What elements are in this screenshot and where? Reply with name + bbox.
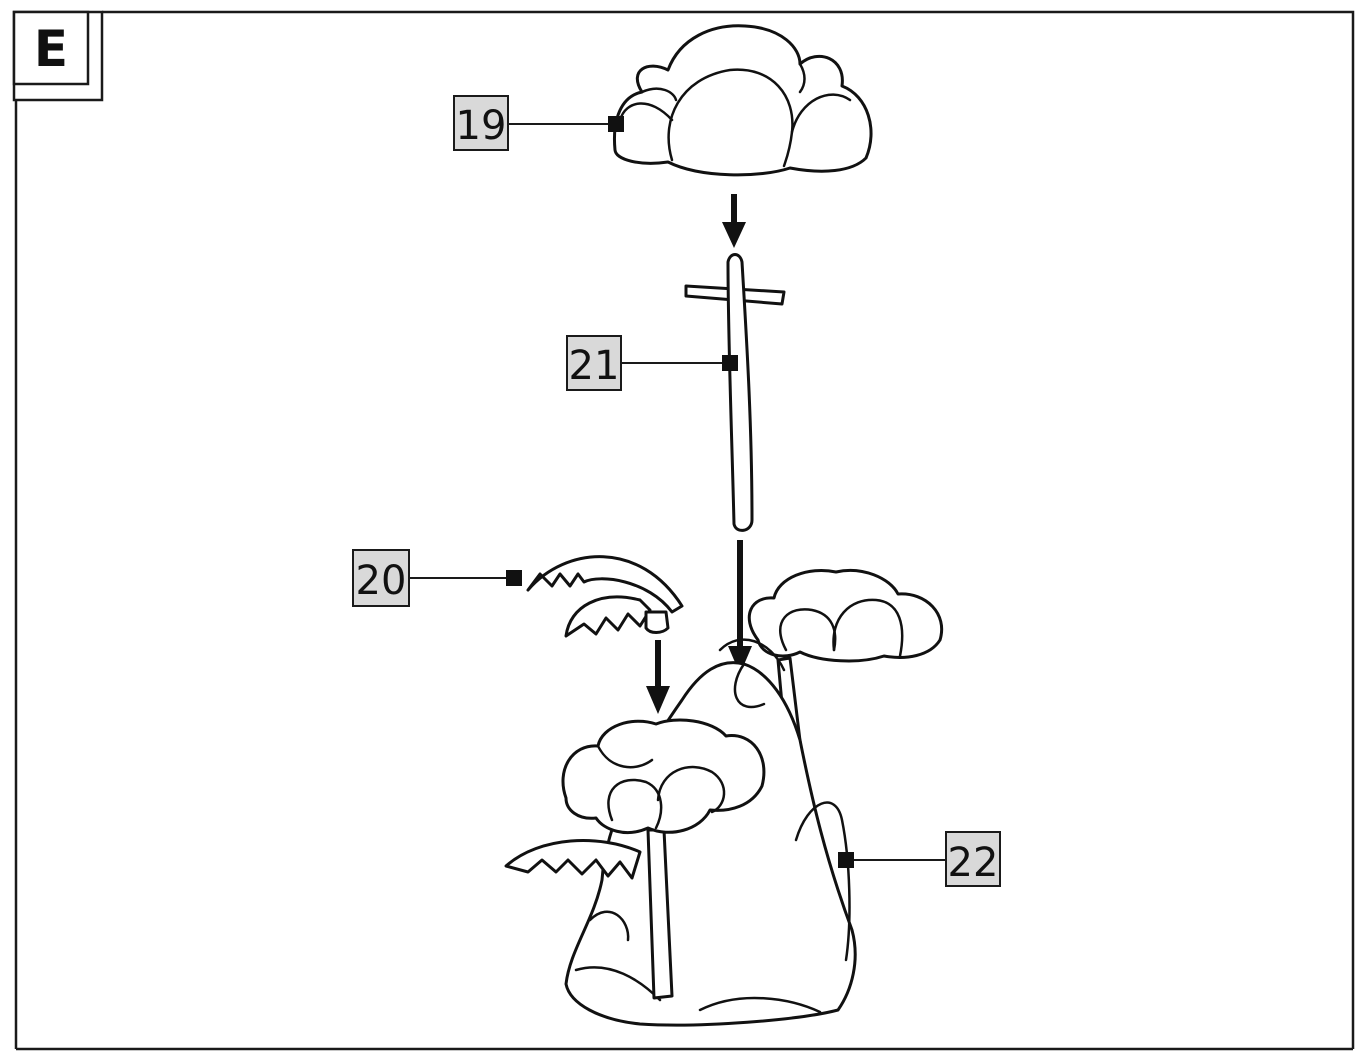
- cloud-canopy-top: [612, 24, 873, 177]
- palm-leaf-piece: [526, 555, 684, 638]
- diagram-frame: [14, 10, 1355, 1051]
- step-letter: E: [34, 20, 68, 78]
- part-number-22: 22: [948, 840, 999, 886]
- part-number-20: 20: [356, 558, 407, 604]
- callout-21: 21: [566, 335, 738, 391]
- callout-19: 19: [453, 95, 624, 151]
- down-arrow-icon: [728, 540, 752, 674]
- rock-base: [504, 568, 944, 1027]
- part-number-19: 19: [456, 103, 507, 149]
- down-arrow-icon: [722, 194, 746, 248]
- support-rod: [684, 253, 786, 532]
- callout-20: 20: [352, 549, 522, 607]
- callout-22: 22: [838, 831, 1001, 887]
- down-arrow-icon: [646, 640, 670, 714]
- part-number-21: 21: [569, 343, 620, 389]
- step-badge: E: [12, 10, 104, 102]
